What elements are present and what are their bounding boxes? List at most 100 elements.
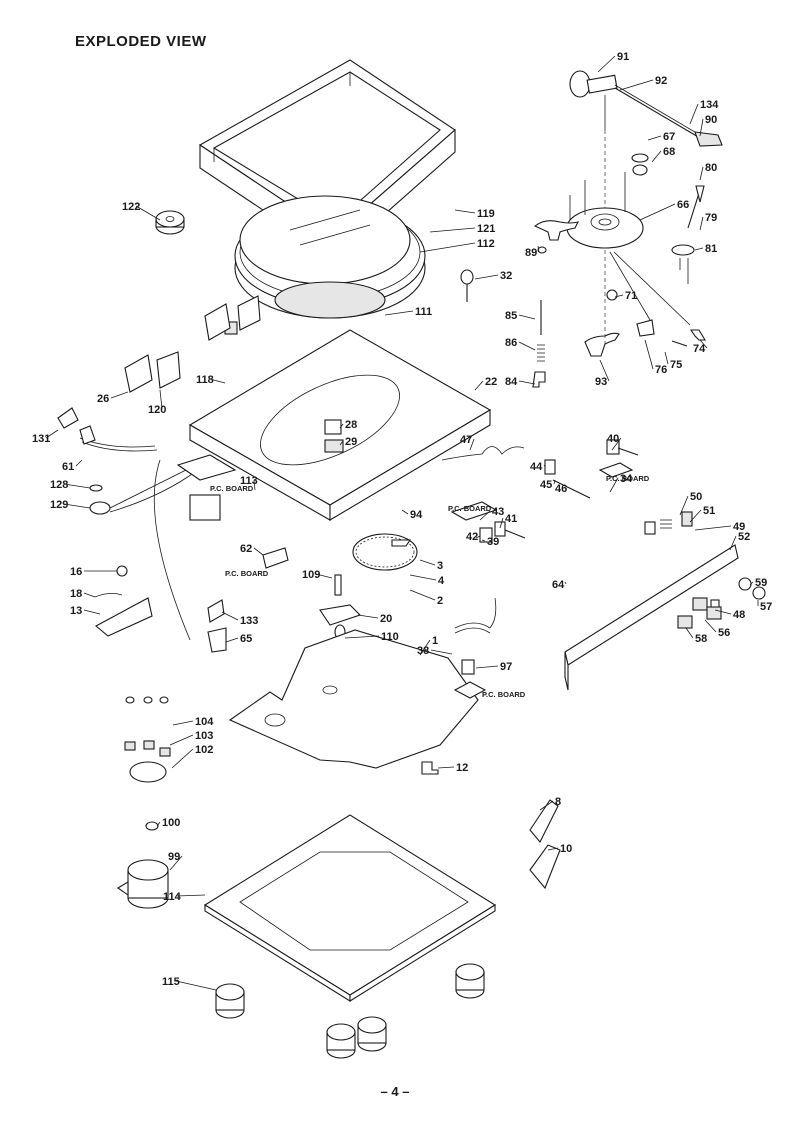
- callout: 134: [689, 99, 719, 125]
- callout-leader-line: [357, 614, 379, 619]
- callout-leader-line: [647, 135, 662, 141]
- callout-label: 102: [195, 744, 213, 756]
- callout-label: 51: [703, 505, 715, 517]
- callout-label: 20: [380, 613, 392, 625]
- callout: 92: [619, 75, 667, 91]
- callout: 8: [539, 796, 561, 811]
- callout-label: 62: [240, 543, 252, 555]
- callout-label: 8: [555, 796, 561, 808]
- callout: 46: [555, 483, 570, 495]
- callout-leader-line: [409, 574, 437, 581]
- callout-label: 118: [196, 374, 214, 386]
- callout: 22: [474, 376, 497, 391]
- callout-leader-line: [474, 274, 499, 280]
- callout-label: 44: [530, 461, 543, 473]
- callout-label: 52: [738, 531, 750, 543]
- callout-label: 42: [466, 531, 478, 543]
- callout-label: 99: [168, 851, 180, 863]
- callout-label: 13: [70, 605, 82, 617]
- callout: 128: [50, 479, 91, 491]
- callout-label: 40: [607, 433, 619, 445]
- callout-label: 131: [32, 433, 50, 445]
- callout: 18: [70, 588, 96, 600]
- callout-leader-line: [694, 247, 704, 251]
- callout: 129: [50, 499, 91, 511]
- callout: 28: [339, 419, 357, 431]
- callout-label: 2: [437, 595, 443, 607]
- callout-leader-line: [685, 627, 694, 639]
- callout-label: 58: [695, 633, 707, 645]
- callout-leader-line: [564, 581, 567, 585]
- callout: 50: [679, 491, 702, 516]
- callout-leader-line: [419, 242, 476, 253]
- left-mechanism: [94, 565, 227, 653]
- callout: 20: [357, 613, 392, 625]
- callout-label: 68: [663, 146, 675, 158]
- callout-leader-line: [499, 517, 504, 529]
- callout-label: 91: [617, 51, 629, 63]
- callout: 68: [651, 146, 675, 163]
- callout-label: 59: [755, 577, 767, 589]
- callout: 121: [429, 223, 495, 235]
- callout-label: 134: [700, 99, 719, 111]
- pcb-label: P.C. BOARD: [210, 484, 254, 493]
- callout-label: 111: [415, 306, 432, 318]
- callout-leader-line: [699, 118, 704, 137]
- callout: 26: [97, 391, 129, 405]
- callout-label: 28: [345, 419, 357, 431]
- callout-leader-line: [553, 479, 556, 485]
- callout: 66: [639, 199, 689, 221]
- callout-leader-line: [401, 509, 409, 515]
- callout-label: 57: [760, 601, 772, 613]
- callout: 12: [437, 762, 468, 774]
- foot: [326, 1023, 356, 1059]
- switch-assembly: [441, 439, 639, 543]
- callout-label: 119: [477, 208, 495, 220]
- callout: 100: [156, 817, 180, 829]
- callout-leader-line: [225, 637, 239, 643]
- callout-label: 112: [477, 238, 495, 250]
- callout: 10: [547, 843, 572, 855]
- callout: 62: [240, 543, 264, 556]
- callout: 2: [409, 589, 443, 607]
- main-board: [228, 629, 479, 769]
- callout: 13: [70, 605, 101, 617]
- callout: 4: [409, 574, 445, 587]
- motor: [116, 821, 169, 909]
- callout: 97: [475, 661, 512, 673]
- callout: 85: [505, 310, 536, 322]
- callout-leader-line: [704, 619, 717, 633]
- callout-leader-line: [339, 440, 344, 446]
- power-cord: [57, 407, 237, 641]
- pcb-label: P.C. BOARD: [448, 504, 492, 513]
- callout-leader-line: [699, 216, 704, 231]
- callout: 93: [595, 359, 610, 388]
- callout-label: 97: [500, 661, 512, 673]
- callout-label: 45: [540, 479, 552, 491]
- callout: 49: [694, 521, 745, 533]
- callout-leader-line: [479, 510, 491, 521]
- callout-label: 128: [50, 479, 68, 491]
- callout-label: 1: [432, 635, 438, 647]
- foot: [455, 963, 485, 999]
- callout-leader-line: [639, 203, 676, 221]
- callout-leader-line: [714, 609, 732, 615]
- callout: 39: [481, 536, 499, 548]
- callout: 109: [302, 569, 333, 581]
- callout: 86: [505, 337, 536, 351]
- callout-leader-line: [419, 639, 431, 656]
- callout-leader-line: [518, 341, 536, 351]
- callout-leader-line: [344, 635, 380, 639]
- callout-leader-line: [651, 150, 662, 163]
- callout-leader-line: [599, 359, 610, 382]
- callout-label: 66: [677, 199, 689, 211]
- callout-label: 18: [70, 588, 82, 600]
- callout-label: 4: [438, 575, 445, 587]
- callout: 74: [693, 339, 708, 355]
- callout-label: 104: [195, 716, 214, 728]
- callout-label: 41: [505, 513, 517, 525]
- callout: 89: [525, 245, 540, 259]
- callout-leader-line: [429, 227, 476, 233]
- callout: 16: [70, 566, 117, 578]
